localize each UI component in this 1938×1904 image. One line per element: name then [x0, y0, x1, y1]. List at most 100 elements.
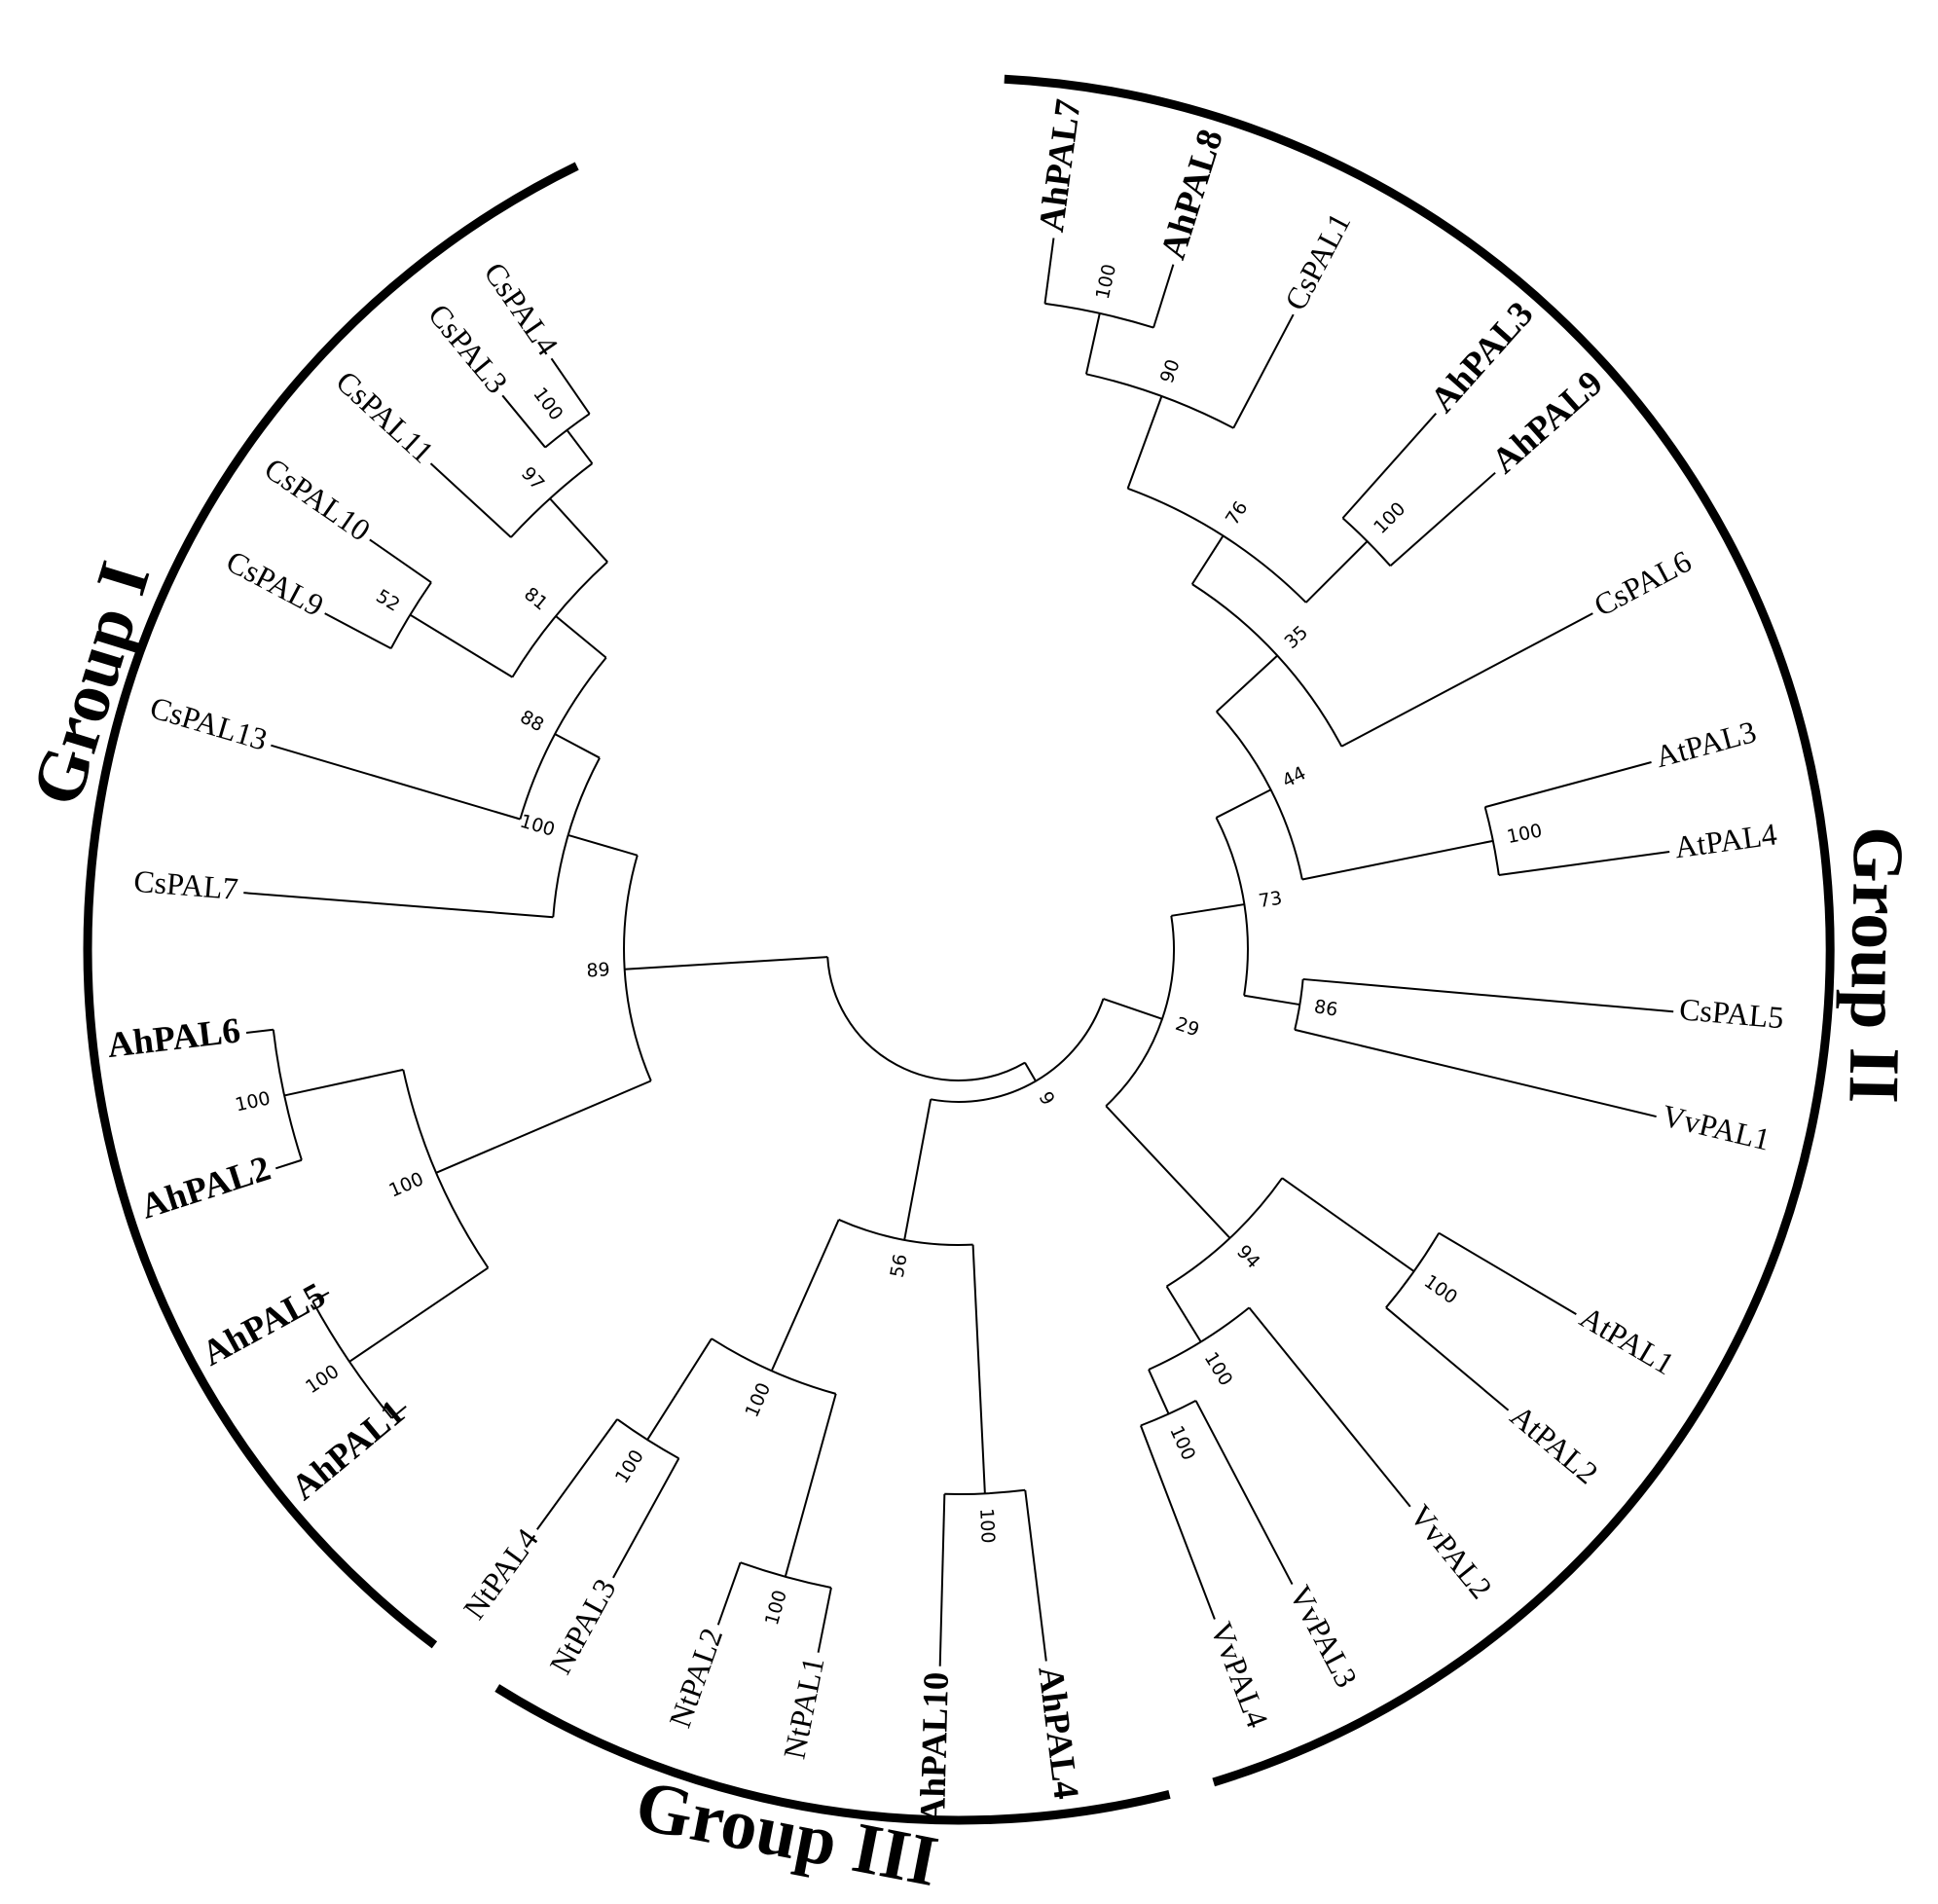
arc-n9	[931, 998, 1105, 1103]
arc-n100o	[1044, 302, 1154, 329]
bootstrap-values: 8910088819710052100100100956100100100100…	[234, 262, 1545, 1628]
arc-n100l	[1385, 1232, 1441, 1308]
leaf-label-NtPAL4: NtPAL4	[457, 1521, 545, 1626]
branch-NtPAL3	[612, 1457, 680, 1579]
leaf-label-AhPAL1: AhPAL1	[284, 1392, 413, 1508]
branch-n76	[1190, 534, 1225, 585]
bootstrap-n100o: 100	[1092, 262, 1120, 301]
arc-n100c	[402, 1069, 490, 1268]
branch-VvPAL3	[1194, 1400, 1294, 1585]
branch-n100b	[566, 429, 594, 464]
bootstrap-n94: 94	[1232, 1241, 1264, 1273]
branch-n100m	[1301, 839, 1494, 881]
branch-AtPAL3	[1484, 761, 1652, 809]
group-label-g1: Group I	[17, 553, 165, 814]
bootstrap-n100m: 100	[1505, 820, 1544, 848]
arc-n90	[1085, 373, 1234, 429]
branch-n35	[1216, 654, 1278, 713]
branch-n52	[409, 613, 513, 678]
branch-CsPAL7	[243, 892, 554, 919]
branch-n94	[1105, 1105, 1231, 1239]
branch-CsPAL9	[324, 612, 392, 650]
leaf-label-AhPAL10: AhPAL10	[913, 1671, 957, 1824]
branch-AhPAL6	[245, 1028, 274, 1034]
leaf-label-AhPAL9: AhPAL9	[1484, 363, 1611, 482]
branch-n90	[1126, 395, 1163, 490]
branch-AtPAL2	[1385, 1306, 1510, 1411]
branch-n9	[1024, 1062, 1037, 1082]
branch-AhPAL2	[274, 1158, 303, 1170]
branch-n100c	[435, 1080, 652, 1174]
leaf-label-AhPAL7: AhPAL7	[1032, 97, 1089, 235]
group-arc-g1	[83, 162, 579, 1649]
bootstrap-n90: 90	[1156, 356, 1185, 385]
branch-n100h	[784, 1393, 837, 1578]
leaf-label-CsPAL5: CsPAL5	[1678, 991, 1785, 1035]
leaf-label-VvPAL2: VvPAL2	[1403, 1498, 1499, 1605]
leaf-label-AhPAL5: AhPAL5	[196, 1275, 332, 1374]
arc-n56	[838, 1218, 973, 1246]
branch-AtPAL1	[1438, 1231, 1577, 1316]
leaf-label-NtPAL1: NtPAL1	[777, 1654, 831, 1762]
bootstrap-n100h: 100	[761, 1588, 791, 1628]
branch-n100l	[1281, 1177, 1415, 1272]
arc-root	[826, 957, 1026, 1081]
branch-n100i	[971, 1244, 986, 1494]
branch-n100f	[770, 1219, 840, 1372]
bootstrap-n56: 56	[887, 1252, 912, 1279]
leaf-label-AtPAL1: AtPAL1	[1574, 1300, 1680, 1382]
branch-AhPAL5	[311, 1291, 330, 1302]
branch-AhPAL9	[1389, 471, 1496, 568]
arc-n29	[1105, 915, 1175, 1107]
leaf-label-AhPAL3: AhPAL3	[1423, 294, 1542, 421]
group-arcs	[83, 74, 1835, 1825]
branch-n44	[1216, 788, 1272, 819]
group-label-g3: Group III	[630, 1766, 944, 1902]
branch-AhPAL3	[1341, 413, 1438, 519]
branch-n73	[1171, 903, 1245, 917]
bootstrap-n100i: 100	[975, 1508, 999, 1544]
bootstrap-n97: 97	[517, 462, 549, 494]
tree-branches	[243, 238, 1674, 1666]
branch-n29	[1103, 998, 1163, 1020]
leaf-label-CsPAL3: CsPAL3	[421, 297, 515, 400]
arc-n100d	[272, 1029, 303, 1161]
leaf-label-CsPAL10: CsPAL10	[258, 451, 377, 548]
bootstrap-n29: 29	[1173, 1013, 1202, 1042]
arc-n100k	[1140, 1400, 1197, 1427]
branch-n100g	[646, 1337, 713, 1441]
arc-n35	[1191, 583, 1343, 748]
arc-n73	[1215, 817, 1249, 996]
branch-n100a	[567, 833, 639, 857]
branch-AhPAL1	[390, 1406, 407, 1419]
bootstrap-n100l: 100	[1420, 1270, 1461, 1308]
leaf-label-AhPAL2: AhPAL2	[136, 1149, 275, 1227]
bootstrap-n100f: 100	[741, 1379, 775, 1420]
bootstrap-n73: 73	[1257, 888, 1283, 912]
bootstrap-n100a: 100	[518, 811, 558, 841]
bootstrap-n100g: 100	[611, 1446, 648, 1487]
arc-n100h	[740, 1561, 832, 1589]
leaf-label-CsPAL6: CsPAL6	[1589, 543, 1698, 623]
bootstrap-n100j: 100	[1200, 1348, 1237, 1389]
branch-NtPAL4	[535, 1418, 618, 1530]
arc-n81	[511, 561, 608, 678]
bootstrap-n100e: 100	[302, 1361, 343, 1399]
branch-NtPAL1	[817, 1587, 832, 1653]
leaf-labels: CsPAL4CsPAL3CsPAL11CsPAL10CsPAL9CsPAL13C…	[105, 97, 1785, 1824]
branch-n88	[554, 733, 601, 759]
group-arc-g3	[494, 1684, 1171, 1825]
arc-n100a	[552, 757, 601, 918]
bootstrap-n100n: 100	[1370, 498, 1409, 538]
bootstrap-n89: 89	[586, 959, 610, 981]
branch-n100e	[348, 1266, 489, 1363]
branch-CsPAL5	[1302, 977, 1674, 1013]
branch-AhPAL8	[1152, 264, 1175, 328]
leaf-label-NtPAL2: NtPAL2	[662, 1624, 729, 1732]
group-arc-g2	[1004, 74, 1835, 1787]
branch-VvPAL4	[1139, 1425, 1216, 1620]
arc-n100e	[311, 1300, 393, 1419]
arc-n100f	[711, 1337, 836, 1395]
bootstrap-n81: 81	[520, 583, 552, 614]
